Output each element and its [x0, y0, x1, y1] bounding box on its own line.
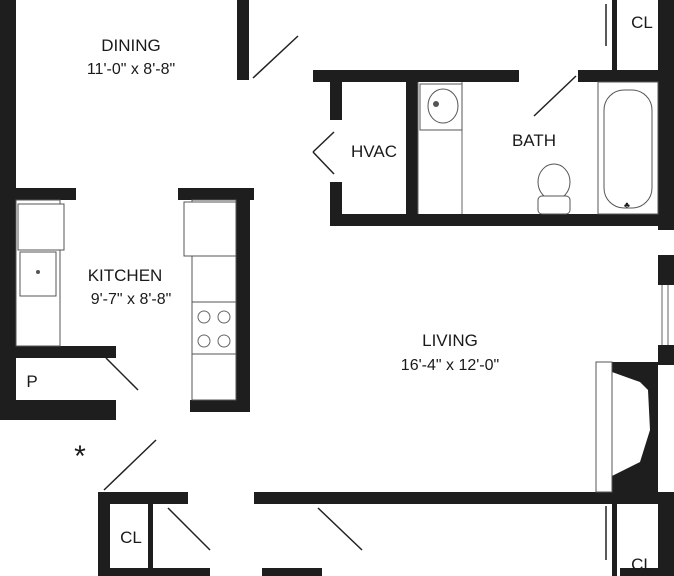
pantry-label: P [26, 372, 37, 391]
bath-sink-icon [419, 83, 463, 131]
living-room-name: LIVING [422, 331, 478, 350]
entry-marker-icon: * [74, 440, 86, 473]
door-swings [103, 4, 607, 560]
fireplace-hearth [595, 361, 613, 493]
bath-fixtures: ♣ [417, 81, 659, 215]
hvac-room-name: HVAC [351, 142, 397, 161]
closet-label-top-right: CL [631, 13, 653, 32]
toilet-icon [537, 163, 571, 215]
bath-room-name: BATH [512, 131, 556, 150]
closet-label-bottom-left: CL [120, 528, 142, 547]
svg-text:♣: ♣ [624, 200, 630, 210]
kitchen-fixtures [15, 199, 237, 401]
windows [661, 285, 669, 345]
dining-room-dimensions: 11'-0" x 8'-8" [87, 61, 175, 78]
living-room-dimensions: 16'-4" x 12'-0" [401, 357, 499, 374]
kitchen-room-dimensions: 9'-7" x 8'-8" [91, 291, 172, 308]
stove-icon [191, 301, 237, 355]
bathtub-icon: ♣ [597, 81, 659, 215]
closet-label-bottom-right: CL [631, 555, 653, 574]
dining-room-name: DINING [101, 36, 161, 55]
refrigerator-icon [183, 201, 237, 257]
kitchen-room-name: KITCHEN [88, 266, 163, 285]
